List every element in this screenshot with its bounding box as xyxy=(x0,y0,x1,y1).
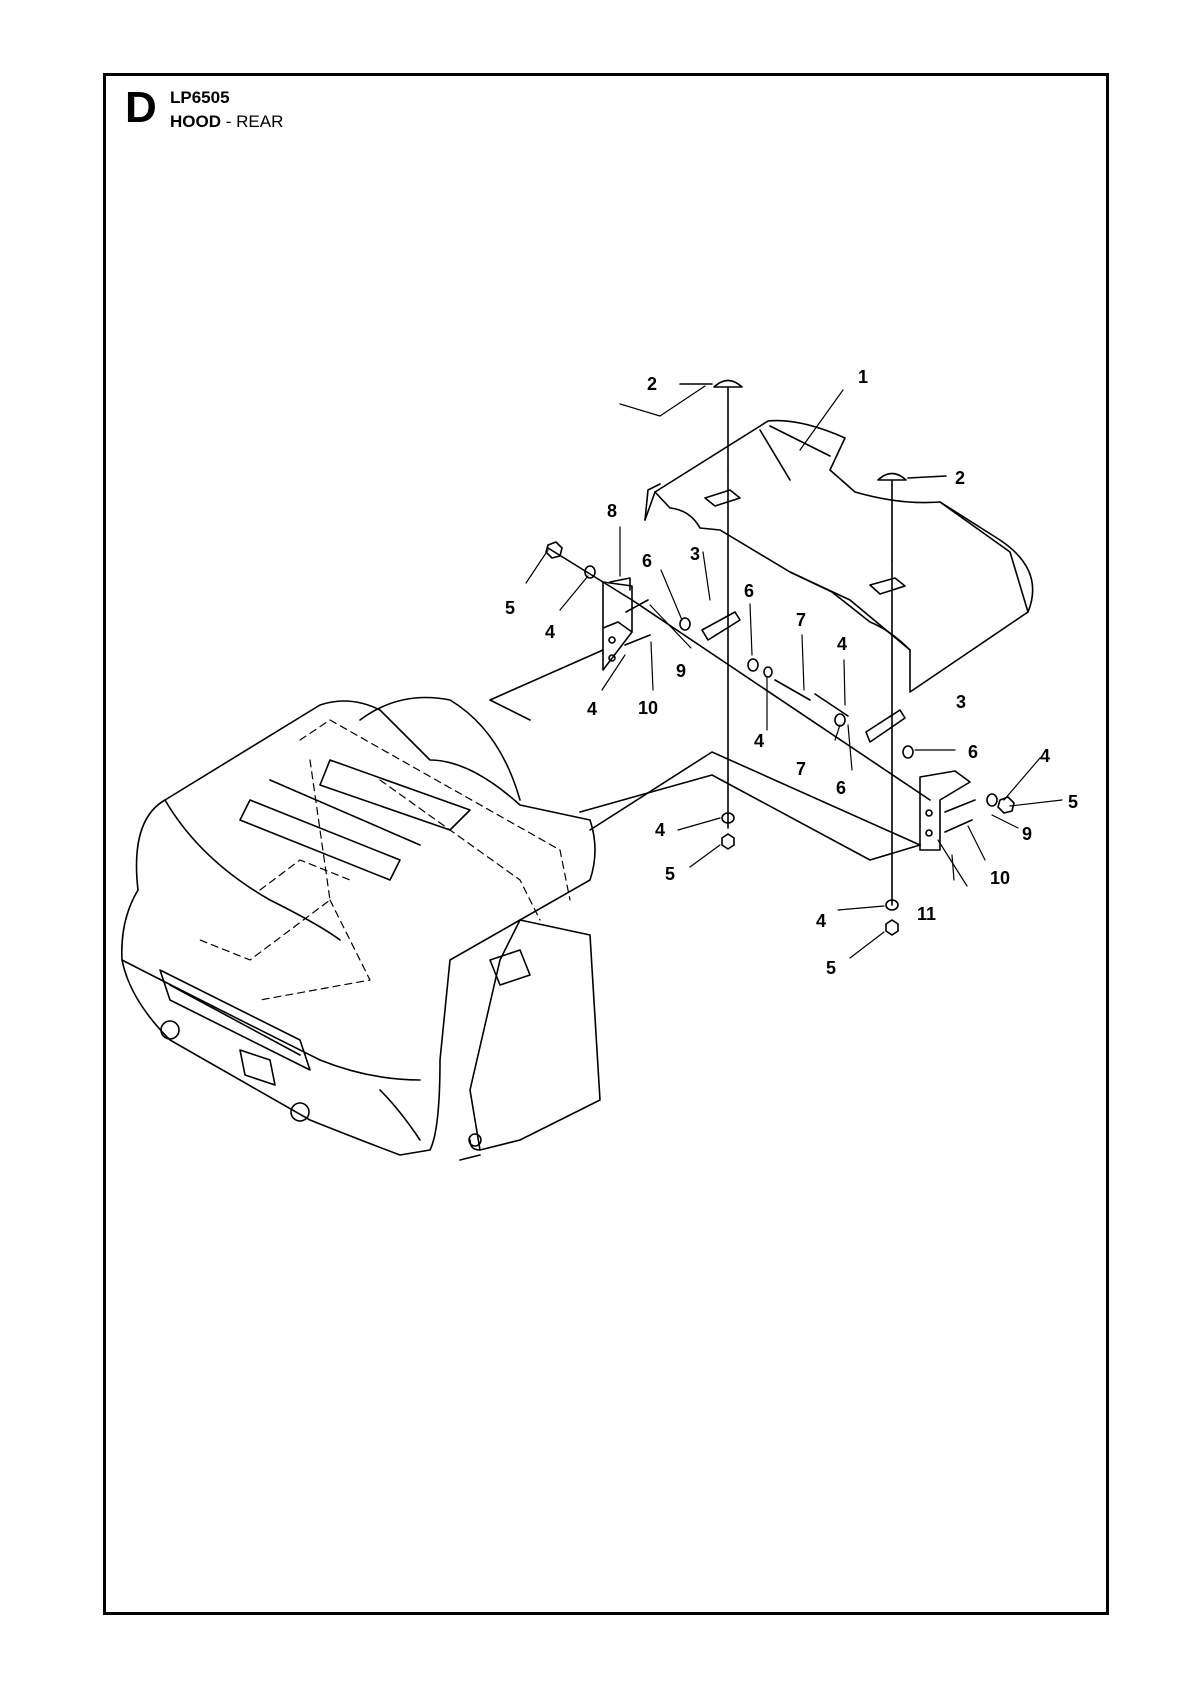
callout-6: 6 xyxy=(744,581,754,601)
callout-labels: 1 2 2 8 3 6 6 7 4 5 4 9 4 10 3 4 7 6 6 4… xyxy=(505,367,1078,978)
callout-5: 5 xyxy=(1068,792,1078,812)
callout-3: 3 xyxy=(690,544,700,564)
hidden-frame-lines xyxy=(199,719,571,1001)
callout-5: 5 xyxy=(665,864,675,884)
callout-11: 11 xyxy=(917,904,936,924)
title-sub: REAR xyxy=(236,112,284,131)
callout-4: 4 xyxy=(1040,746,1050,766)
callout-4: 4 xyxy=(587,699,597,719)
hinge-pin-axis xyxy=(545,541,1015,936)
callout-4: 4 xyxy=(837,634,847,654)
title-main: HOOD xyxy=(170,112,221,131)
callout-7: 7 xyxy=(796,759,806,779)
callout-8: 8 xyxy=(607,501,617,521)
callout-5: 5 xyxy=(826,958,836,978)
assembly-guide-lines xyxy=(489,649,921,861)
callout-7: 7 xyxy=(796,610,806,630)
hinge-bracket-left xyxy=(602,577,633,671)
push-rivet-left xyxy=(679,379,743,471)
callout-1: 1 xyxy=(858,367,868,387)
callout-10: 10 xyxy=(990,868,1010,888)
rear-hood-cover xyxy=(644,419,1034,693)
hinge-plate-right xyxy=(865,709,906,743)
page-frame xyxy=(103,73,1109,1615)
callout-leaders xyxy=(525,385,1063,959)
hinge-plate-left xyxy=(701,611,741,641)
title-separator: - xyxy=(221,112,237,131)
push-rivet-right xyxy=(877,472,947,561)
hinge-bracket-right xyxy=(919,770,971,851)
callout-9: 9 xyxy=(1022,824,1032,844)
callout-10: 10 xyxy=(638,698,658,718)
diagram-title: HOOD - REAR xyxy=(170,112,283,132)
model-number: LP6505 xyxy=(170,88,230,107)
callout-6: 6 xyxy=(968,742,978,762)
front-hood-body xyxy=(121,696,601,1161)
callout-4: 4 xyxy=(816,911,826,931)
callout-5: 5 xyxy=(505,598,515,618)
bracket-bolts xyxy=(624,599,976,833)
callout-2: 2 xyxy=(647,374,657,394)
callout-3: 3 xyxy=(956,692,966,712)
callout-4: 4 xyxy=(655,820,665,840)
callout-9: 9 xyxy=(676,661,686,681)
callout-4: 4 xyxy=(754,731,764,751)
callout-2: 2 xyxy=(955,468,965,488)
callout-6: 6 xyxy=(642,551,652,571)
section-letter: D xyxy=(125,83,157,132)
callout-6: 6 xyxy=(836,778,846,798)
callout-4: 4 xyxy=(545,622,555,642)
